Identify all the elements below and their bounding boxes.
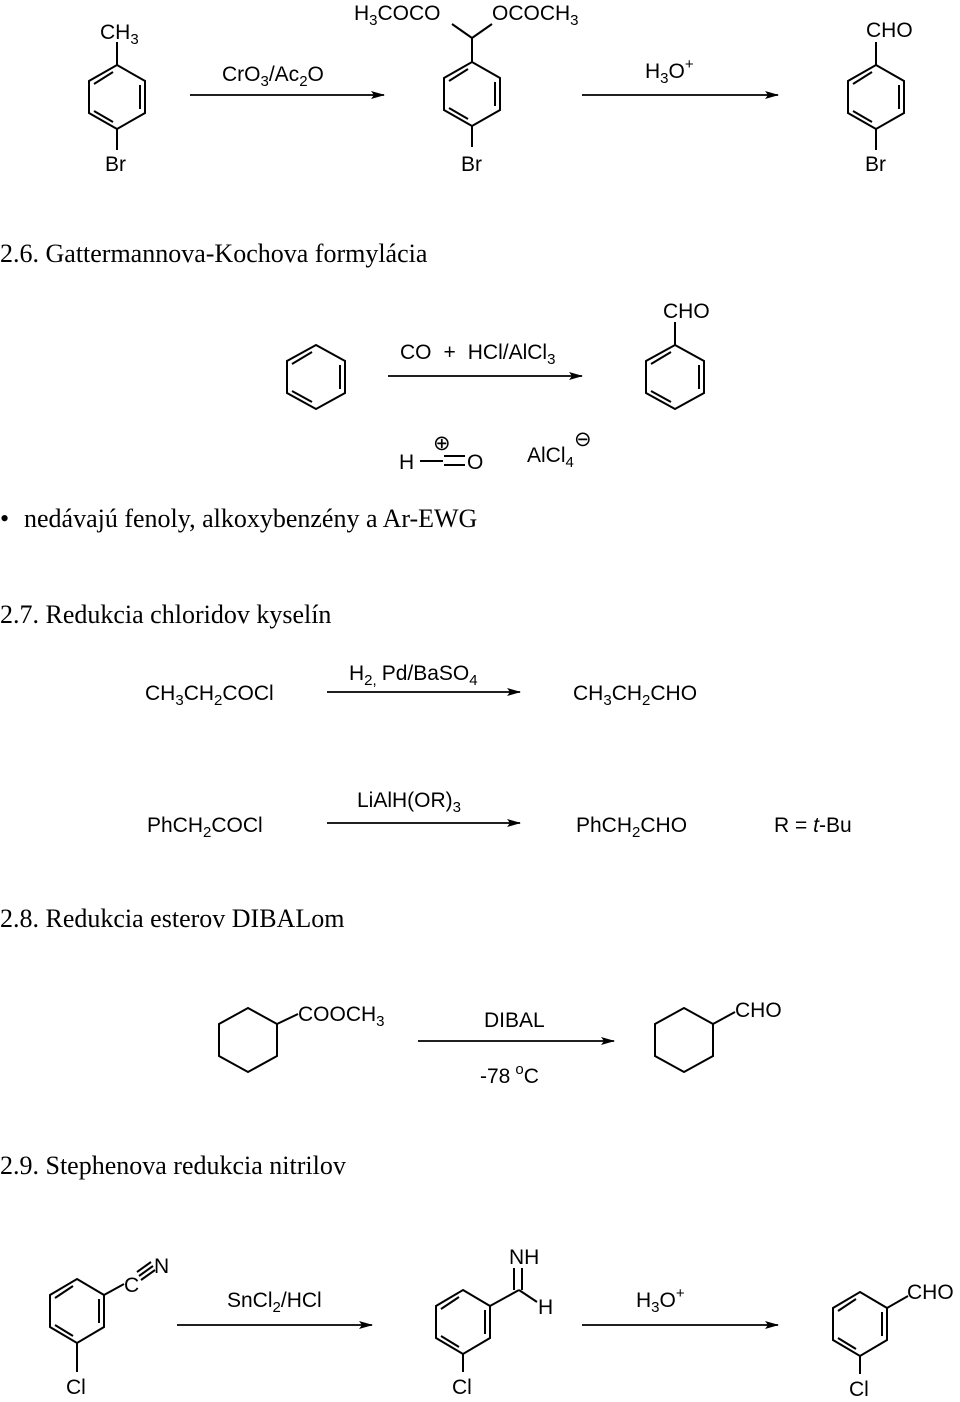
imine-h-label: H — [538, 1296, 553, 1319]
bullet-icon: • — [0, 504, 9, 533]
section-heading-2-6: 2.6. Gattermannova-Kochova formylácia — [0, 239, 428, 268]
benzene-ring-intermediate — [435, 1268, 538, 1372]
nitrile-n-label: N — [154, 1255, 169, 1278]
section-heading-2-9: 2.9. Stephenova redukcia nitrilov — [0, 1151, 346, 1180]
chloro-label: Cl — [452, 1376, 472, 1399]
benzene-ring-product — [645, 322, 705, 411]
cyclohexane-ring-start — [218, 1006, 299, 1074]
reagent-hydronium: H3O+ — [636, 1285, 685, 1316]
acetoxy-left-label: H3COCO — [354, 2, 441, 29]
reaction-rosenmund: CH3CH2COCl H2,Pd/BaSO4 CH3CH2CHO — [145, 662, 697, 709]
reagent-dibal: DIBAL — [484, 1009, 545, 1032]
formyl-cation: H O ⊕ — [399, 432, 483, 474]
ester-label: COOCH3 — [298, 1003, 385, 1030]
benzene-ring-start — [49, 1261, 156, 1372]
reagent-hydronium: H3O+ — [645, 56, 694, 87]
reagent-lialh-or: LiAlH(OR)3 — [357, 789, 461, 816]
bromo-label: Br — [461, 153, 482, 176]
aldehyde-label: CHO — [735, 999, 782, 1022]
section-heading-2-7: 2.7. Redukcia chloridov kyselín — [0, 600, 331, 629]
chloro-label: Cl — [66, 1376, 86, 1399]
reagent-cro3: CrO3/Ac2O — [222, 63, 324, 90]
section-heading-2-8: 2.8. Redukcia esterov DIBALom — [0, 904, 344, 933]
methyl-label: CH3 — [100, 21, 139, 48]
aldehyde-label: CHO — [907, 1281, 954, 1304]
benzene-ring-start — [286, 343, 346, 411]
start-phenylacetyl-chloride: PhCH2COCl — [147, 814, 263, 841]
product-phenylacetaldehyde: PhCH2CHO — [576, 814, 687, 841]
aldehyde-label: CHO — [663, 300, 710, 323]
reaction-etard: CH3 Br CrO3/Ac2O H3COCO OCOCH3 Br H3O+ — [88, 2, 913, 176]
product-propanal: CH3CH2CHO — [573, 682, 697, 709]
chloro-label: Cl — [849, 1378, 869, 1401]
benzene-ring-product — [832, 1290, 909, 1374]
cation-o-label: O — [467, 451, 483, 474]
bromo-label: Br — [865, 153, 886, 176]
positive-charge-icon: ⊕ — [433, 432, 451, 455]
acetoxy-right-label: OCOCH3 — [492, 2, 579, 29]
r-group-note: R = t-Bu — [774, 814, 852, 837]
start-propionyl-chloride: CH3CH2COCl — [145, 682, 274, 709]
note-text: nedávajú fenoly, alkoxybenzény a Ar-EWG — [24, 504, 477, 533]
imine-nh-label: NH — [509, 1246, 539, 1269]
reaction-gattermann-koch: CO+HCl/AlCl3 CHO H O ⊕ AlCl4 ⊖ — [286, 300, 710, 474]
aldehyde-label: CHO — [866, 19, 913, 42]
negative-charge-icon: ⊖ — [574, 428, 592, 451]
anion-label: AlCl4 — [527, 444, 574, 471]
benzene-ring-start — [88, 42, 146, 150]
reagent-sncl2: SnCl2/HCl — [227, 1289, 322, 1316]
benzene-ring-product — [847, 42, 905, 150]
nitrile-c-label: C — [124, 1274, 139, 1297]
reagent-h2-pd: H2,Pd/BaSO4 — [349, 662, 478, 689]
cation-h-label: H — [399, 451, 414, 474]
reagent-co: CO+HCl/AlCl3 — [400, 341, 555, 368]
benzene-ring-intermediate — [443, 23, 501, 147]
bromo-label: Br — [105, 153, 126, 176]
reaction-stephen: C N Cl SnCl2/HCl NH H Cl H3O+ — [49, 1246, 954, 1401]
reaction-lialh-reduction: PhCH2COCl LiAlH(OR)3 PhCH2CHO R = t-Bu — [147, 789, 852, 841]
cyclohexane-ring-product — [654, 1006, 736, 1074]
